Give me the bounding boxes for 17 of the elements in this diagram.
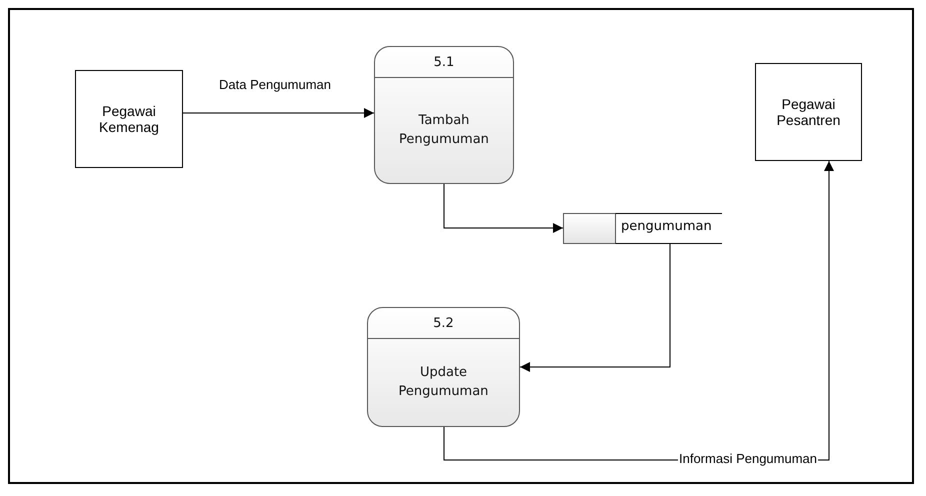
- edge-label: Informasi Pengumuman: [678, 451, 818, 466]
- store-name: pengumuman: [621, 219, 712, 234]
- data-store: [563, 213, 722, 244]
- arrow: [182, 108, 374, 118]
- arrow: [520, 244, 670, 372]
- external-entity-box: [75, 70, 183, 168]
- arrow: [444, 184, 564, 233]
- entity-name: Pegawai Kemenag: [98, 103, 160, 135]
- entity-name: Pegawai Pesantren: [776, 96, 842, 128]
- process-name: Tambah Pengumuman: [398, 112, 490, 149]
- process-number: 5.2: [433, 316, 454, 330]
- process-number: 5.1: [434, 54, 454, 70]
- external-entity-box: [755, 63, 862, 161]
- process-name: Update Pengumuman: [398, 364, 490, 401]
- edge-label: Data Pengumuman: [218, 77, 332, 92]
- process-box: [374, 46, 514, 184]
- process-box: [367, 307, 520, 427]
